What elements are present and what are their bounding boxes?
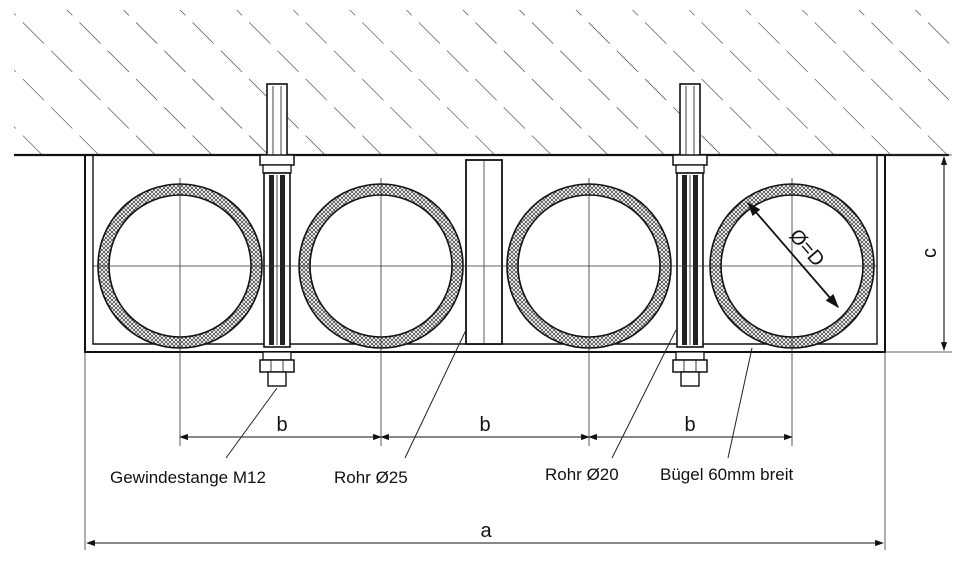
- dim-b-2: b: [479, 414, 490, 436]
- center-spacer: [465, 159, 503, 345]
- pipe-4: [709, 178, 875, 352]
- pipe-2: [298, 178, 464, 352]
- threaded-rod-1: [259, 83, 295, 387]
- label-bracket: Bügel 60mm breit: [660, 465, 794, 484]
- label-pipe-20: Rohr Ø20: [545, 465, 619, 484]
- dimension-a: a: [84, 352, 886, 550]
- dim-a: a: [480, 520, 492, 542]
- ceiling: [14, 10, 949, 157]
- label-pipe-25: Rohr Ø25: [334, 468, 408, 487]
- label-threaded-rod: Gewindestange M12: [110, 468, 266, 487]
- dimension-c: c: [885, 154, 952, 353]
- threaded-rod-2: [672, 83, 708, 387]
- pipe-3: [506, 178, 672, 352]
- threaded-rods: [259, 83, 708, 387]
- leader-lines: [225, 329, 753, 459]
- labels: Gewindestange M12 Rohr Ø25 Rohr Ø20 Büge…: [110, 465, 794, 487]
- pipe-1: [97, 178, 263, 352]
- dim-c: c: [919, 248, 941, 258]
- dim-b-1: b: [276, 414, 287, 436]
- dim-b-3: b: [684, 414, 695, 436]
